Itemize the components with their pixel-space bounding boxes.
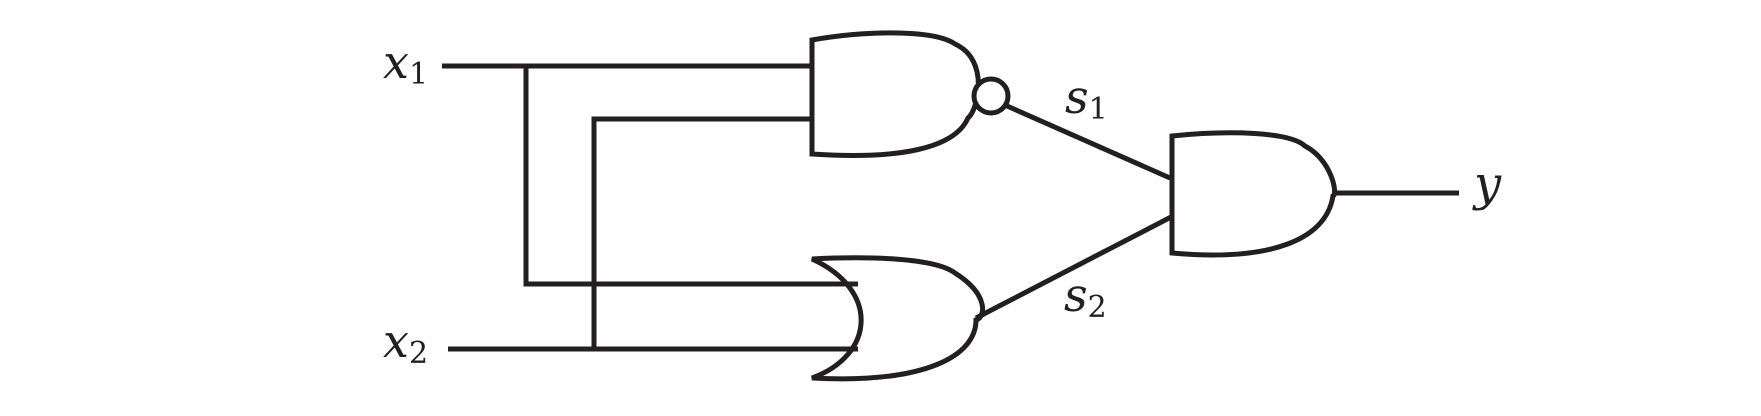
label-s2: s2 [1064, 268, 1107, 325]
and-gate-icon [1169, 130, 1338, 258]
label-s1: s1 [1065, 70, 1108, 127]
wire-x1-branch-to-or [523, 66, 858, 287]
label-x1: x1 [383, 35, 428, 92]
label-x2: x2 [383, 314, 428, 371]
wire-x2-branch-to-nand [591, 116, 812, 349]
label-y: y [1472, 156, 1502, 212]
nand-inversion-bubble [971, 76, 1011, 116]
or-gate-icon [810, 255, 985, 382]
wire-s1 [1005, 103, 1172, 181]
wire-s2 [974, 213, 1175, 321]
nand-gate-icon [809, 30, 981, 158]
